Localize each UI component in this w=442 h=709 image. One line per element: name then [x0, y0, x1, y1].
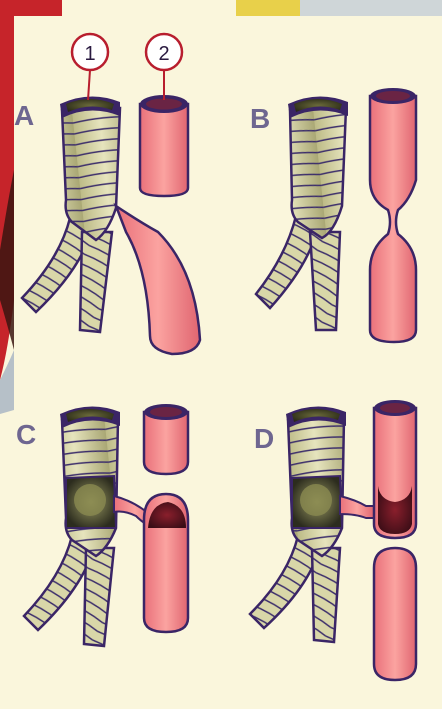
callout-label-2: 2	[158, 43, 169, 65]
trachea-illustration-b	[290, 108, 346, 238]
panel-label-a: A	[14, 100, 34, 131]
esophagus-upper	[140, 104, 188, 196]
panel-label-d: D	[254, 423, 274, 454]
panel-label-c: C	[16, 419, 36, 450]
esophagus-lower-d	[374, 548, 416, 680]
trachea-illustration	[62, 108, 120, 240]
panel-label-b: B	[250, 103, 270, 134]
esophagus-upper-c	[144, 412, 188, 474]
callout-label-1: 1	[84, 43, 95, 65]
